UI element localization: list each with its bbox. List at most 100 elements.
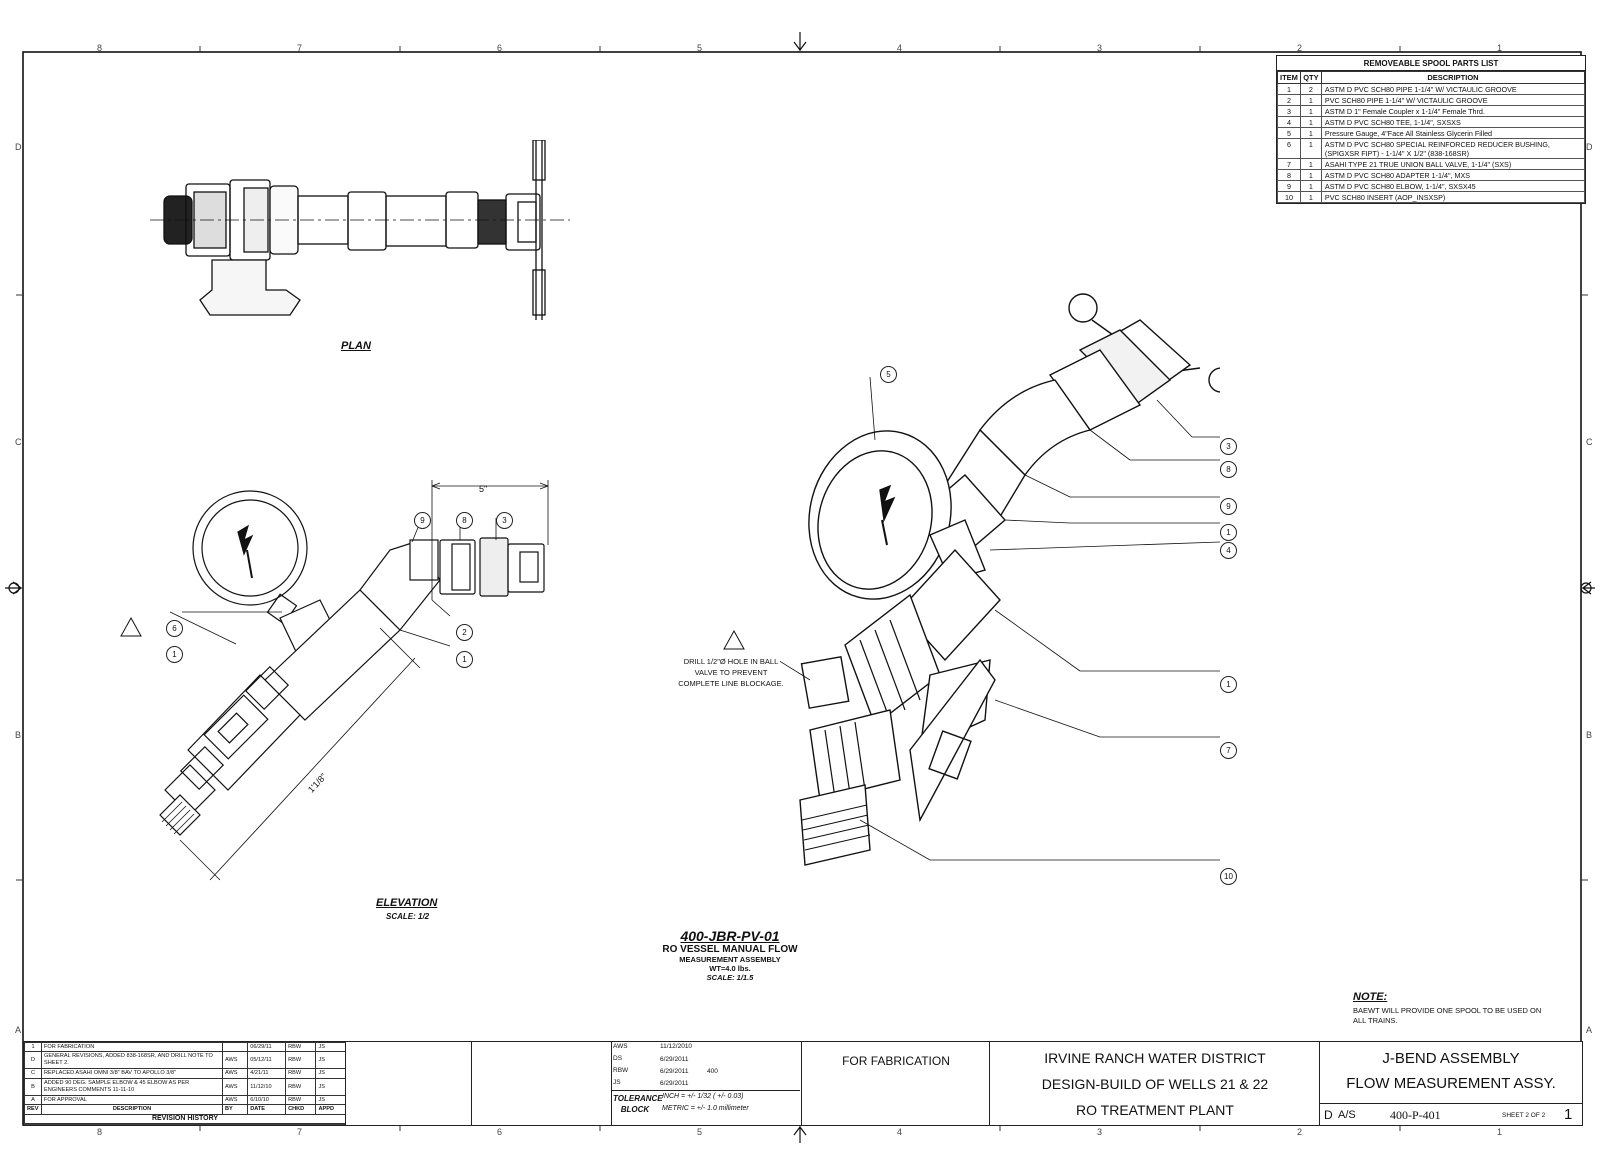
approval-block: AWS DS RBW JS 11/12/2010 6/29/2011 6/29/…: [611, 1041, 803, 1126]
zone-col-label: 2: [1297, 1127, 1303, 1137]
assembly-label: 400-JBR-PV-01 RO VESSEL MANUAL FLOW MEAS…: [630, 928, 830, 982]
date: 6/29/2011: [660, 1056, 689, 1063]
rev-cell: D: [24, 1051, 42, 1070]
chkd-cell: RBW: [285, 1077, 317, 1096]
qty-cell: 1: [1299, 105, 1322, 117]
zone-row-label: A: [15, 1025, 22, 1035]
zone-col-label: 5: [697, 43, 703, 53]
tolerance-label: TOLERANCE BLOCK: [613, 1094, 663, 1114]
balloon-callout: 3: [1220, 438, 1237, 455]
col-header: DESCRIPTION: [1320, 71, 1586, 84]
fscm-code: A/S: [1338, 1109, 1356, 1121]
qty-cell: 1: [1299, 158, 1322, 170]
date-cell: 11/12/10: [247, 1077, 287, 1096]
desc-cell: GENERAL REVISIONS, ADDED 838-168SR, AND …: [41, 1051, 223, 1070]
chkd-cell: RBW: [285, 1041, 317, 1053]
date-cell: 05/12/11: [247, 1051, 287, 1070]
item-cell: 8: [1277, 169, 1301, 181]
balloon-callout: 3: [496, 512, 513, 529]
qty-cell: 1: [1299, 127, 1322, 139]
isometric-view-drawing: [780, 293, 1220, 866]
title-block-blank: [471, 1041, 613, 1126]
item-cell: 6: [1277, 138, 1301, 159]
plan-view-label: PLAN: [341, 340, 371, 352]
sheet-size: D: [1324, 1108, 1333, 1122]
by-cell: AWS: [221, 1051, 249, 1070]
drill-note: DRILL 1/2"Ø HOLE IN BALL VALVE TO PREVEN…: [678, 657, 784, 688]
zone-col-label: 7: [297, 43, 303, 53]
balloon-callout: 1: [1220, 676, 1237, 693]
by-cell: [221, 1041, 249, 1053]
zone-row-label: D: [1586, 142, 1593, 152]
rev-cell: 1: [24, 1041, 42, 1053]
client-line: IRVINE RANCH WATER DISTRICT: [1044, 1050, 1266, 1066]
balloon-callout: 6: [166, 620, 183, 637]
status-text: FOR FABRICATION: [842, 1054, 950, 1068]
desc-cell: ASTM D PVC SCH80 TEE, 1-1/4", SXSXS: [1320, 116, 1586, 128]
zone-col-label: 4: [897, 43, 903, 53]
table-row: REVISION HISTORY: [24, 1113, 346, 1125]
col-header: APPD: [315, 1104, 346, 1115]
desc-cell: ASTM D 1" Female Coupler x 1-1/4" Female…: [1320, 105, 1586, 117]
assembly-weight: WT=4.0 lbs.: [709, 964, 751, 973]
desc-cell: FOR FABRICATION: [41, 1041, 223, 1053]
chkd-cell: RBW: [285, 1051, 317, 1070]
zone-col-label: 1: [1497, 43, 1503, 53]
col-header: QTY: [1299, 71, 1322, 84]
elevation-view-drawing: [159, 480, 549, 881]
rev-cell: A: [24, 1094, 42, 1106]
balloon-callout: 10: [1220, 868, 1237, 885]
qty-cell: 1: [1299, 138, 1322, 159]
appd-cell: JS: [315, 1094, 346, 1106]
zone-col-label: 7: [297, 1127, 303, 1137]
col-header: CHKD: [285, 1104, 317, 1115]
item-cell: 10: [1277, 191, 1301, 203]
initials: DS: [613, 1055, 623, 1062]
col-header: REV: [24, 1104, 42, 1115]
balloon-callout: 1: [1220, 524, 1237, 541]
zone-col-label: 6: [497, 43, 503, 53]
metric-tolerance: METRIC = +/- 1.0 millimeter: [662, 1105, 749, 1112]
item-cell: 9: [1277, 180, 1301, 192]
zone-row-label: B: [15, 730, 22, 740]
zone-row-label: B: [1586, 730, 1593, 740]
drawing-subtitle: FLOW MEASUREMENT ASSY.: [1346, 1075, 1556, 1092]
desc-cell: ASTM D PVC SCH80 PIPE 1-1/4" W/ VICTAULI…: [1320, 83, 1586, 95]
initials: AWS: [613, 1043, 628, 1050]
client-block: IRVINE RANCH WATER DISTRICT DESIGN-BUILD…: [989, 1041, 1321, 1126]
note-title: NOTE:: [1353, 991, 1388, 1003]
drawing-title: J-BEND ASSEMBLY: [1382, 1050, 1520, 1067]
item-cell: 5: [1277, 127, 1301, 139]
appd-cell: JS: [315, 1068, 346, 1079]
assembly-id: 400-JBR-PV-01: [680, 928, 780, 944]
revision-history-title: REVISION HISTORY: [24, 1113, 346, 1125]
appd-cell: JS: [315, 1051, 346, 1070]
parts-list-title: REMOVEABLE SPOOL PARTS LIST: [1277, 56, 1585, 71]
assembly-line1: RO VESSEL MANUAL FLOW: [662, 944, 798, 955]
desc-cell: ASAHI TYPE 21 TRUE UNION BALL VALVE, 1-1…: [1320, 158, 1586, 170]
elevation-scale: SCALE: 1/2: [386, 912, 430, 921]
dwg-no-small: 400: [707, 1068, 718, 1075]
balloon-callout: 9: [1220, 498, 1237, 515]
note-text: BAEWT WILL PROVIDE ONE SPOOL TO BE USED …: [1353, 1006, 1542, 1025]
appd-cell: JS: [315, 1041, 346, 1053]
qty-cell: 1: [1299, 180, 1322, 192]
balloon-callout: 4: [1220, 542, 1237, 559]
zone-col-label: 4: [897, 1127, 903, 1137]
zone-col-label: 2: [1297, 43, 1303, 53]
desc-cell: PVC SCH80 PIPE 1-1/4" W/ VICTAULIC GROOV…: [1320, 94, 1586, 106]
desc-cell: REPLACED ASAHI OMNI 3/8" BAV TO APOLLO 3…: [41, 1068, 223, 1079]
balloon-callout: 8: [1220, 461, 1237, 478]
zone-col-label: 3: [1097, 43, 1103, 53]
date: 6/29/2011: [660, 1080, 689, 1087]
by-cell: AWS: [221, 1068, 249, 1079]
